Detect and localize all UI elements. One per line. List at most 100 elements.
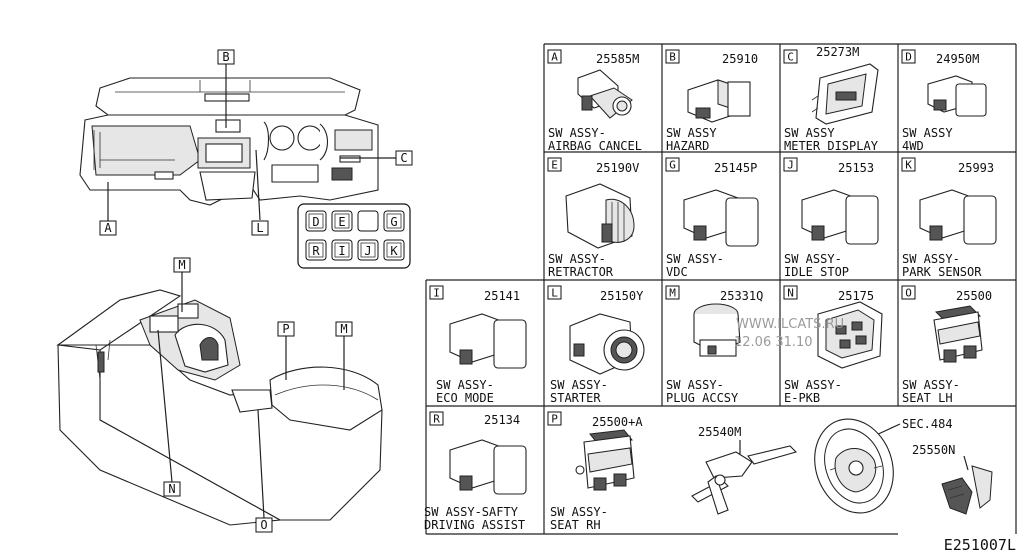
combination-switch-illustration	[691, 445, 798, 515]
callout-L: L	[256, 221, 263, 235]
cell-C-part-illustration	[811, 63, 879, 125]
cell-I-part-number: 25141	[484, 289, 520, 303]
cell-M-desc-1: SW ASSY-	[666, 378, 724, 392]
callout-C: C	[400, 151, 407, 165]
callout-B: B	[222, 50, 229, 64]
cell-K-part-number: 25993	[958, 161, 994, 175]
cell-P-letter: P	[551, 413, 558, 426]
cell-B-part-number: 25910	[722, 52, 758, 66]
cell-E-desc-2: RETRACTOR	[548, 265, 614, 279]
cell-J: J 25153 SW ASSY- IDLE STOP	[783, 157, 879, 279]
cell-M-part-number: 25331Q	[720, 289, 763, 303]
callout-A: A	[104, 221, 112, 235]
cell-M-letter-box	[665, 285, 680, 300]
switch-cluster-panel	[297, 203, 411, 269]
cell-J-desc-2: IDLE STOP	[784, 265, 849, 279]
cell-A-desc-1: SW ASSY-	[548, 126, 606, 140]
cell-P-desc-2: SEAT RH	[550, 518, 601, 532]
cell-B: B 25910 SW ASSY HAZARD	[665, 49, 758, 153]
cell-P-part-number: 25500+A	[592, 415, 643, 429]
cell-O-letter: O	[905, 287, 912, 300]
cell-R-part-number: 25134	[484, 413, 520, 427]
cell-C-desc-2: METER DISPLAY	[784, 139, 879, 153]
dashboard-illustration	[79, 77, 379, 206]
cell-G-letter: G	[669, 159, 676, 172]
cell-M: M 25331Q SW ASSY- PLUG ACCSY	[665, 285, 763, 405]
cell-A-letter: A	[551, 51, 558, 64]
cell-R-desc-1: SW ASSY-SAFTY	[424, 505, 519, 519]
cell-R: R 25134 SW ASSY-SAFTY DRIVING ASSIST	[424, 411, 527, 532]
panel-label-D: D	[312, 215, 319, 229]
callout-box-P	[277, 321, 295, 337]
cell-C-letter-box	[783, 49, 798, 64]
callout-M-top: M	[178, 258, 185, 272]
dashboard-callouts	[107, 64, 396, 222]
cell-L-desc-1: SW ASSY-	[550, 378, 608, 392]
callout-box-A	[99, 220, 117, 236]
cell-L-desc-2: STARTER	[550, 391, 601, 405]
cell-G-letter-box	[665, 157, 680, 172]
cell-A-letter-box	[547, 49, 562, 64]
cell-L-part-illustration	[569, 313, 645, 375]
cell-P-part-illustration	[575, 429, 635, 491]
watermark-date: 12.06 31.10	[734, 335, 813, 350]
cell-C-part-number: 25273M	[816, 45, 859, 59]
steering-part-combination-switch: 25540M	[698, 425, 741, 439]
cell-N-desc-2: E-PKB	[784, 391, 820, 405]
cell-D-desc-2: 4WD	[902, 139, 924, 153]
cell-R-letter: R	[433, 413, 440, 426]
callout-box-N	[163, 481, 181, 497]
cell-A-part-illustration	[577, 69, 633, 119]
cell-N: N 25175 SW ASSY- E-PKB	[783, 285, 883, 405]
cell-L-part-number: 25150Y	[600, 289, 644, 303]
cell-C-desc-1: SW ASSY	[784, 126, 835, 140]
cell-P-letter-box	[547, 411, 562, 426]
cell-E-part-illustration	[565, 183, 635, 249]
cell-E-letter-box	[547, 157, 562, 172]
watermark-site: WWW.ILCATS.RU	[736, 317, 844, 332]
cell-K-desc-2: PARK SENSOR	[902, 265, 982, 279]
cell-J-letter: J	[787, 159, 794, 172]
cell-J-part-number: 25153	[838, 161, 874, 175]
panel-label-K: K	[390, 244, 398, 258]
cell-L-letter-box	[547, 285, 562, 300]
callout-box-C	[395, 150, 413, 166]
cell-O-desc-1: SW ASSY-	[902, 378, 960, 392]
cell-I: I 25141 SW ASSY- ECO MODE	[429, 285, 527, 405]
cell-N-part-illustration	[817, 301, 883, 369]
callout-N: N	[168, 482, 175, 496]
cell-steering: 25540M SEC.484 25550N	[691, 417, 993, 515]
cell-E: E 25190V SW ASSY- RETRACTOR	[547, 157, 639, 279]
diagram-code: E251007L	[944, 536, 1016, 554]
cell-B-letter-box	[665, 49, 680, 64]
cell-K: K 25993 SW ASSY- PARK SENSOR	[901, 157, 997, 279]
cell-D-desc-1: SW ASSY	[902, 126, 953, 140]
cell-P: P 25500+A SW ASSY- SEAT RH	[547, 411, 643, 532]
cell-D-letter-box	[901, 49, 916, 64]
cell-L: L 25150Y SW ASSY- STARTER	[547, 285, 645, 405]
cell-E-desc-1: SW ASSY-	[548, 252, 606, 266]
steering-part-wheel-switch: 25550N	[912, 443, 955, 457]
cell-G-desc-2: VDC	[666, 265, 688, 279]
cell-G-part-number: 25145P	[714, 161, 757, 175]
cell-D: D 24950M SW ASSY 4WD	[901, 49, 987, 153]
steering-section-ref: SEC.484	[902, 417, 953, 431]
cell-D-part-illustration	[927, 75, 987, 117]
cell-D-part-number: 24950M	[936, 52, 979, 66]
wheel-switch-leader	[963, 455, 969, 471]
cell-G-desc-1: SW ASSY-	[666, 252, 724, 266]
panel-label-R: R	[312, 244, 320, 258]
cell-O-letter-box	[901, 285, 916, 300]
callout-box-L	[251, 220, 269, 236]
cell-J-desc-1: SW ASSY-	[784, 252, 842, 266]
cell-A: A 25585M SW ASSY- AIRBAG CANCEL	[547, 49, 642, 153]
cell-I-letter-box	[429, 285, 444, 300]
cell-R-letter-box	[429, 411, 444, 426]
panel-label-J: J	[364, 244, 371, 258]
cell-A-part-number: 25585M	[596, 52, 639, 66]
cell-O-desc-2: SEAT LH	[902, 391, 953, 405]
cell-K-desc-1: SW ASSY-	[902, 252, 960, 266]
cell-O: O 25500 SW ASSY- SEAT LH	[901, 285, 992, 405]
steering-wheel-illustration	[814, 418, 894, 514]
callout-box-M-top	[173, 257, 191, 273]
